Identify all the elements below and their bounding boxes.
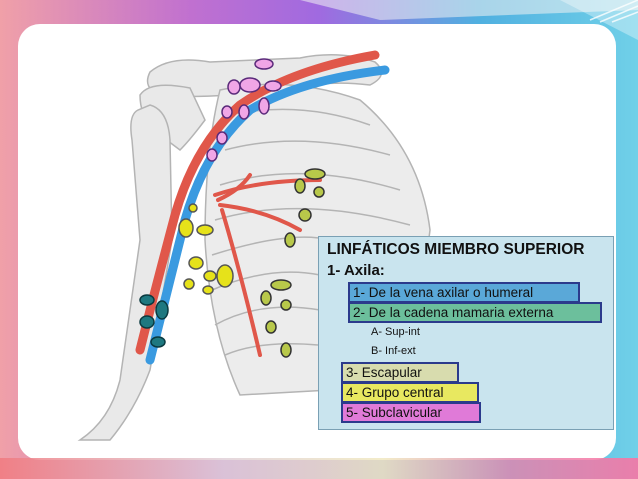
humeral-vein-nodes bbox=[139, 294, 169, 348]
legend-item-mammary: 2- De la cadena mamaria externa bbox=[348, 302, 602, 323]
decorative-bottom-glow bbox=[0, 458, 638, 479]
subclavicular-nodes bbox=[206, 58, 282, 162]
legend-item-vein: 1- De la vena axilar o humeral bbox=[348, 282, 580, 303]
legend-item-inf-ext: B- Inf-ext bbox=[371, 345, 416, 357]
axillary-artery bbox=[135, 50, 380, 355]
legend-title: LINFÁTICOS MIEMBRO SUPERIOR bbox=[327, 241, 585, 258]
legend-item-central: 4- Grupo central bbox=[341, 382, 479, 403]
axillary-vein bbox=[145, 65, 390, 365]
legend-item-subclavicular: 5- Subclavicular bbox=[341, 402, 481, 423]
legend-item-scapular: 3- Escapular bbox=[341, 362, 459, 383]
central-group-nodes bbox=[178, 203, 234, 295]
legend-box: LINFÁTICOS MIEMBRO SUPERIOR 1- Axila: 1-… bbox=[318, 236, 614, 430]
mammary-chain-nodes bbox=[260, 168, 326, 358]
legend-item-sup-int: A- Sup-int bbox=[371, 326, 420, 338]
legend-subtitle: 1- Axila: bbox=[327, 262, 385, 279]
thoracic-branches bbox=[213, 173, 322, 357]
